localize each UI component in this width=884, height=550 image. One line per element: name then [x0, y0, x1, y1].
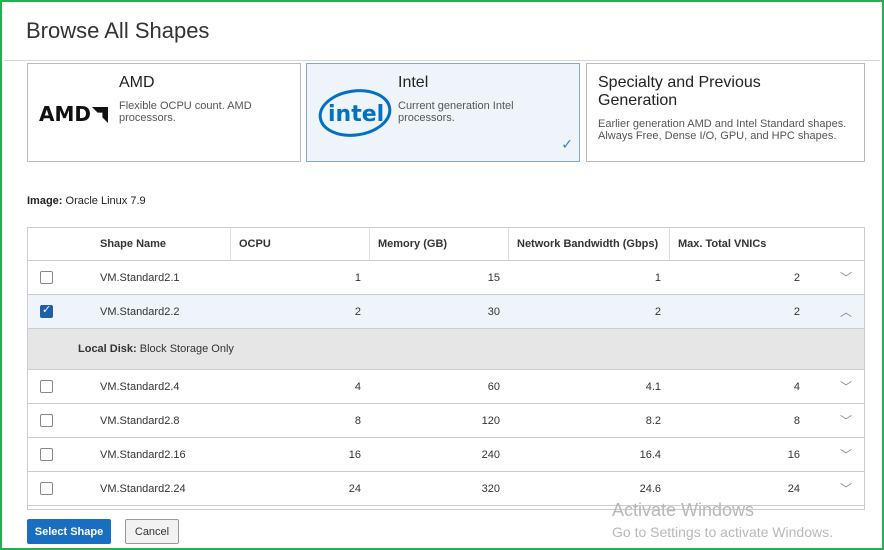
shape-memory: 60	[487, 381, 500, 393]
local-disk-value: Block Storage Only	[139, 343, 234, 355]
card-amd-description: Flexible OCPU count. AMD processors.	[119, 100, 252, 124]
card-intel-description: Current generation Intel processors.	[398, 100, 514, 124]
card-specialty-title: Specialty and Previous Generation	[598, 74, 761, 109]
table-row[interactable]: VM.Standard2.1 1 15 1 2 ﹀	[28, 261, 864, 295]
shape-ocpu: 8	[354, 415, 361, 427]
header-ocpu[interactable]: OCPU	[231, 228, 370, 260]
card-intel-title: Intel	[398, 74, 429, 91]
header-memory[interactable]: Memory (GB)	[370, 228, 509, 260]
table-row[interactable]: VM.Standard2.24 24 320 24.6 24 ﹀	[28, 472, 864, 506]
checkmark-icon: ✓	[42, 304, 52, 316]
selected-check-icon: ✓	[561, 136, 573, 152]
shape-name: VM.Standard2.1	[100, 272, 180, 284]
header-max-vnics[interactable]: Max. Total VNICs	[678, 238, 767, 250]
intel-logo-text: intel	[328, 102, 384, 127]
row-checkbox[interactable]	[40, 414, 53, 427]
header-network-bandwidth[interactable]: Network Bandwidth (Gbps)	[509, 228, 670, 260]
chevron-up-icon[interactable]: ︿	[840, 305, 853, 319]
shape-name: VM.Standard2.2	[100, 306, 180, 318]
shape-vnics: 8	[793, 415, 800, 427]
shape-ocpu: 2	[354, 306, 361, 318]
row-detail: Local Disk: Block Storage Only	[28, 329, 864, 370]
amd-arrow-icon	[91, 107, 108, 123]
table-row[interactable]: VM.Standard2.4 4 60 4.1 4 ﹀	[28, 370, 864, 404]
shape-network: 4.1	[645, 381, 661, 393]
shape-network: 24.6	[639, 483, 661, 495]
card-specialty[interactable]: Specialty and Previous Generation Earlie…	[586, 63, 865, 162]
shapes-table: Shape Name OCPU Memory (GB) Network Band…	[27, 227, 865, 510]
shape-memory: 240	[481, 449, 500, 461]
table-row[interactable]: VM.Standard2.8 8 120 8.2 8 ﹀	[28, 404, 864, 438]
card-amd[interactable]: AMD AMD Flexible OCPU count. AMD process…	[27, 63, 301, 162]
chevron-down-icon[interactable]: ﹀	[840, 448, 853, 462]
shape-ocpu: 4	[354, 381, 361, 393]
row-checkbox-checked[interactable]: ✓	[40, 304, 53, 318]
activation-watermark-subtitle: Go to Settings to activate Windows.	[612, 524, 833, 540]
intel-logo: intel	[318, 88, 392, 143]
shape-memory: 30	[487, 306, 500, 318]
cancel-button[interactable]: Cancel	[125, 519, 179, 544]
card-amd-title: AMD	[119, 74, 155, 91]
table-row-selected[interactable]: ✓ VM.Standard2.2 2 30 2 2 ︿	[28, 295, 864, 329]
shape-ocpu: 16	[348, 449, 361, 461]
table-header: Shape Name OCPU Memory (GB) Network Band…	[28, 228, 864, 261]
table-row[interactable]: VM.Standard2.16 16 240 16.4 16 ﹀	[28, 438, 864, 472]
shape-name: VM.Standard2.24	[100, 483, 186, 495]
local-disk-label: Local Disk:	[78, 343, 137, 355]
shape-network: 1	[654, 272, 661, 284]
card-specialty-description: Earlier generation AMD and Intel Standar…	[598, 118, 847, 142]
shape-vnics: 16	[787, 449, 800, 461]
shape-network: 8.2	[645, 415, 661, 427]
row-checkbox[interactable]	[40, 271, 53, 284]
local-disk-info: Local Disk: Block Storage Only	[78, 329, 234, 370]
chevron-down-icon[interactable]: ﹀	[840, 380, 853, 394]
shape-name: VM.Standard2.4	[100, 381, 180, 393]
row-checkbox[interactable]	[40, 380, 53, 393]
shape-vnics: 2	[793, 306, 800, 318]
activation-watermark-title: Activate Windows	[612, 500, 755, 520]
shape-name: VM.Standard2.16	[100, 449, 186, 461]
shape-vnics: 4	[793, 381, 800, 393]
shape-memory: 320	[481, 483, 500, 495]
shape-ocpu: 1	[354, 272, 361, 284]
chevron-down-icon[interactable]: ﹀	[840, 482, 853, 496]
shape-network: 16.4	[639, 449, 661, 461]
image-info: Image: Oracle Linux 7.9	[27, 195, 146, 207]
shape-vnics: 2	[793, 272, 800, 284]
chevron-down-icon[interactable]: ﹀	[840, 271, 853, 285]
processor-cards: AMD AMD Flexible OCPU count. AMD process…	[27, 63, 865, 162]
select-shape-button[interactable]: Select Shape	[27, 519, 111, 544]
title-divider	[4, 60, 880, 61]
amd-logo: AMD	[39, 102, 108, 126]
shape-memory: 15	[487, 272, 500, 284]
shape-name: VM.Standard2.8	[100, 415, 180, 427]
card-intel[interactable]: intel Intel Current generation Intel pro…	[306, 63, 580, 162]
shape-ocpu: 24	[348, 483, 361, 495]
row-checkbox[interactable]	[40, 482, 53, 495]
shape-memory: 120	[481, 415, 500, 427]
amd-logo-text: AMD	[39, 102, 91, 126]
row-checkbox[interactable]	[40, 448, 53, 461]
shape-vnics: 24	[787, 483, 800, 495]
dialog-title: Browse All Shapes	[26, 18, 210, 43]
header-shape-name[interactable]: Shape Name	[28, 228, 231, 260]
shape-network: 2	[654, 306, 661, 318]
chevron-down-icon[interactable]: ﹀	[840, 414, 853, 428]
image-value: Oracle Linux 7.9	[65, 195, 146, 207]
image-label: Image:	[27, 195, 63, 207]
